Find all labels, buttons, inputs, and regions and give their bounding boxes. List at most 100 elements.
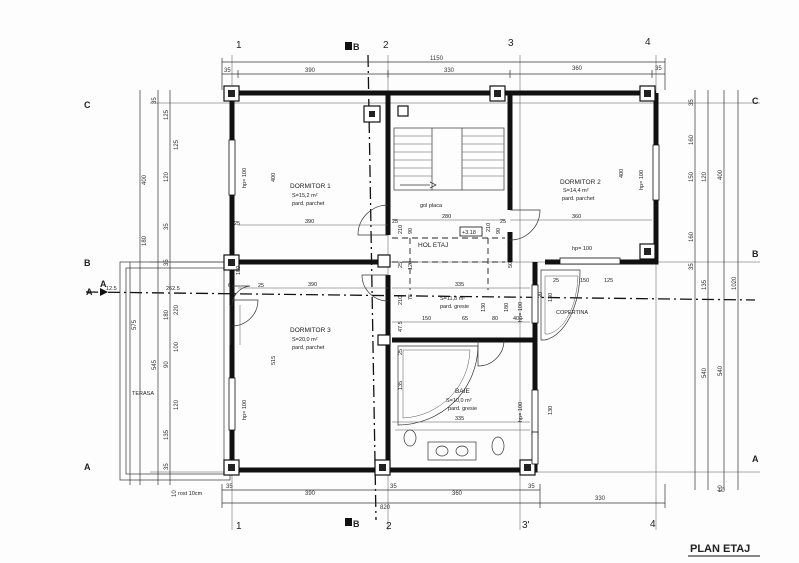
dim-hol-part-0: 150	[422, 316, 431, 322]
dim-right-7: 540	[702, 367, 708, 378]
window-height-marks: hp= 100 hp= 100 hp= 100 hp= 100 hp= 100 …	[242, 168, 645, 422]
dim-terasa-0: 12.5	[106, 286, 117, 292]
axis-left-a2: A	[84, 462, 91, 472]
section-a-left: A	[100, 279, 107, 289]
dim-right-5: 35	[689, 263, 695, 270]
baie-name: BAIE	[455, 388, 470, 395]
dim-bottom-3: 360	[452, 491, 463, 497]
dormitor2-floor: pard. parchet	[562, 196, 595, 202]
level-mark: +3.18	[459, 226, 483, 237]
hp-dorm2: hp= 100	[639, 170, 645, 190]
bath-fixtures	[395, 345, 530, 461]
dim-hol-h-4: 47.5	[398, 321, 404, 332]
axis-grid	[150, 55, 760, 530]
axis-bottom-1: 1	[236, 521, 242, 532]
dim-stair-b2: 210	[486, 223, 492, 232]
dim-hol-part-1: 65	[462, 316, 468, 322]
hol-name: HOL ETAJ	[418, 242, 448, 249]
dim-right-mid: 400	[718, 169, 724, 180]
dim-left-9: 545	[152, 359, 158, 370]
dim-left-1: 125	[164, 109, 170, 120]
dim-hol-part-3: 40	[513, 316, 519, 322]
dim-cop-1: 150	[580, 278, 589, 284]
dim-baie-width: 335	[455, 416, 464, 422]
dim-d1-width: 390	[305, 219, 314, 225]
dim-stair-c2: 90	[496, 228, 502, 234]
dim-stair-b: 210	[398, 225, 404, 234]
dim-right-1: 160	[689, 134, 695, 145]
axis-top-2: 2	[383, 40, 389, 51]
dim-left-12: 35	[164, 463, 170, 470]
dormitor1-area: S=15,2 m²	[292, 193, 318, 199]
dim-hol-sub: 335	[455, 282, 464, 288]
staircase: gol placa	[393, 127, 505, 209]
dimensions-bottom: 35 390 35 360 35 820 330 10	[221, 484, 725, 511]
dormitor3-area: S=20,0 m²	[292, 337, 318, 343]
dim-top-1: 390	[305, 68, 316, 74]
axis-bottom-3p: 3'	[522, 520, 530, 531]
dim-right-total: 1020	[732, 276, 738, 290]
dim-top-2: 330	[444, 68, 455, 74]
axis-left-b: B	[84, 258, 91, 268]
dim-bottom-2: 35	[390, 484, 397, 490]
dim-cop-3: 130	[548, 293, 554, 302]
dim-left-5: 180	[142, 235, 148, 246]
dim-terasa-3: 25	[258, 283, 264, 289]
dim-right-3: 120	[702, 171, 708, 182]
terasa-label: TERASA	[132, 391, 154, 397]
dim-left-misc-4: 125	[174, 139, 180, 150]
dimensions-right: 35 160 150 120 160 35 135 540 10 1020 40…	[689, 90, 739, 492]
dim-cop-2: 25	[553, 278, 559, 284]
dimensions-top: 1150 35 390 330 360 35	[221, 56, 666, 90]
dim-left-2: 400	[142, 174, 148, 185]
columns	[223, 85, 656, 476]
hp-dorm1: hp= 100	[242, 168, 248, 188]
dim-right-4: 160	[689, 231, 695, 242]
hp-dorm2-bottom: hp= 100	[572, 246, 592, 252]
hp-baie: hp= 100	[518, 402, 524, 422]
dim-right-0: 35	[689, 99, 695, 106]
dim-left-8: 220	[174, 304, 180, 315]
dim-misc-3: 25	[234, 221, 240, 227]
dim-cop-4: 130	[548, 406, 554, 415]
dormitor1-floor: pard. parchet	[292, 201, 325, 207]
axis-left-c: C	[84, 100, 91, 110]
dim-stair-a2: 25	[500, 219, 506, 225]
dim-d2-width: 360	[572, 214, 581, 220]
doors	[229, 204, 541, 367]
rost-label: rost 10cm	[178, 491, 203, 497]
dim-hol-h-0: 130	[481, 303, 487, 312]
axis-right-b: B	[752, 249, 759, 259]
dim-left-4: 35	[164, 223, 170, 230]
dim-left-misc-2: 100	[174, 341, 180, 352]
dim-misc-0: 120	[408, 261, 414, 270]
hp-dorm3: hp= 100	[242, 400, 248, 420]
dim-top-total: 1150	[430, 56, 444, 62]
baie-floor: pard. gresie	[448, 406, 477, 412]
dim-bottom-0: 35	[226, 484, 233, 490]
plan-title: PLAN ETAJ	[690, 543, 750, 555]
dim-d2-height: 400	[619, 169, 625, 178]
hp-hol: hp= 100	[518, 302, 524, 322]
dim-misc-1: 50	[508, 262, 514, 268]
dim-d3-width: 390	[308, 282, 317, 288]
dim-left-misc-0: 180	[164, 309, 170, 320]
windows	[228, 139, 660, 465]
dim-bottom-1: 390	[305, 491, 316, 497]
dim-left-misc-3: 10	[172, 490, 178, 497]
dim-bottom-4: 35	[528, 484, 535, 490]
dim-hol-h-3: 25	[398, 262, 404, 268]
dormitor2-name: DORMITOR 2	[560, 179, 601, 186]
dim-bottom-total: 820	[380, 505, 391, 511]
baie-area: S=10,0 m²	[446, 398, 472, 404]
axis-right-c: C	[752, 96, 759, 106]
dim-right-6: 135	[702, 279, 708, 290]
dim-d3-height: 515	[271, 356, 277, 365]
dim-hol-h-1: 180	[504, 303, 510, 312]
dim-left-7: 575	[132, 319, 138, 330]
dimensions-left: 35 125 400 120 35 180 35 575 220 545 90 …	[129, 90, 180, 497]
dim-top-4: 35	[655, 66, 662, 72]
dim-bottom-right-small: 10	[718, 488, 725, 494]
dim-misc-4: 180	[236, 266, 242, 275]
